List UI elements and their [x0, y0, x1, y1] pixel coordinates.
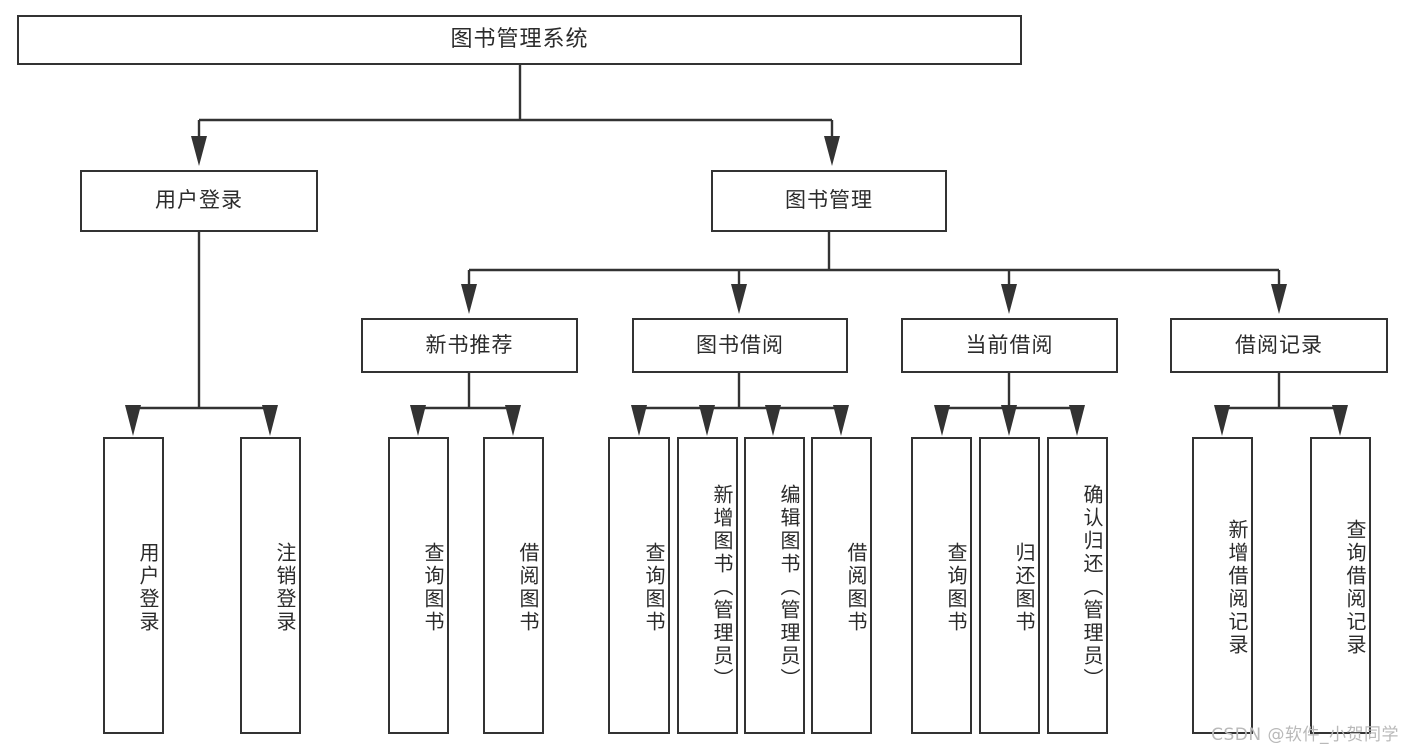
leaf-label: 查询图书 [642, 541, 666, 634]
node-book-management[interactable]: 图书管理 [711, 170, 947, 232]
node-user-login[interactable]: 用户登录 [80, 170, 318, 232]
leaf-label: 借阅图书 [844, 541, 868, 634]
node-current-borrow[interactable]: 当前借阅 [901, 318, 1118, 373]
node-new-book-recommend-label: 新书推荐 [425, 332, 514, 357]
leaf-label: 确认归还（管理员） [1080, 484, 1104, 691]
leaf-borrow-record-add-record[interactable]: 新增借阅记录 [1192, 437, 1253, 734]
leaf-label: 查询借阅记录 [1343, 518, 1367, 657]
leaf-book-borrow-query-book[interactable]: 查询图书 [608, 437, 670, 734]
leaf-label: 用户登录 [136, 541, 160, 634]
node-borrow-record[interactable]: 借阅记录 [1170, 318, 1388, 373]
leaf-user-login-login[interactable]: 用户登录 [103, 437, 164, 734]
leaf-label: 编辑图书（管理员） [777, 484, 801, 691]
node-current-borrow-label: 当前借阅 [965, 332, 1054, 357]
leaf-label: 查询图书 [944, 541, 968, 634]
leaf-new-book-borrow-book[interactable]: 借阅图书 [483, 437, 544, 734]
leaf-label: 查询图书 [421, 541, 445, 634]
node-book-management-label: 图书管理 [785, 188, 873, 213]
leaf-label: 借阅图书 [516, 541, 540, 634]
leaf-current-borrow-confirm-return-admin[interactable]: 确认归还（管理员） [1047, 437, 1108, 734]
node-user-login-label: 用户登录 [155, 188, 243, 213]
leaf-label: 新增图书（管理员） [710, 484, 734, 691]
node-borrow-record-label: 借阅记录 [1235, 332, 1323, 357]
node-root-label: 图书管理系统 [450, 26, 589, 52]
node-root-system[interactable]: 图书管理系统 [17, 15, 1022, 65]
leaf-current-borrow-return-book[interactable]: 归还图书 [979, 437, 1040, 734]
leaf-label: 新增借阅记录 [1225, 518, 1249, 657]
leaf-new-book-query-book[interactable]: 查询图书 [388, 437, 449, 734]
leaf-current-borrow-query-book[interactable]: 查询图书 [911, 437, 972, 734]
leaf-borrow-record-query-record[interactable]: 查询借阅记录 [1310, 437, 1371, 734]
leaf-label: 归还图书 [1012, 541, 1036, 634]
leaf-book-borrow-borrow-book[interactable]: 借阅图书 [811, 437, 872, 734]
leaf-book-borrow-edit-book-admin[interactable]: 编辑图书（管理员） [744, 437, 805, 734]
leaf-label: 注销登录 [273, 541, 297, 634]
leaf-user-login-logout[interactable]: 注销登录 [240, 437, 301, 734]
node-book-borrow-label: 图书借阅 [696, 332, 784, 357]
leaf-book-borrow-add-book-admin[interactable]: 新增图书（管理员） [677, 437, 738, 734]
csdn-watermark: CSDN @软件_小贺同学 [1211, 725, 1399, 745]
node-new-book-recommend[interactable]: 新书推荐 [361, 318, 578, 373]
node-book-borrow[interactable]: 图书借阅 [632, 318, 848, 373]
